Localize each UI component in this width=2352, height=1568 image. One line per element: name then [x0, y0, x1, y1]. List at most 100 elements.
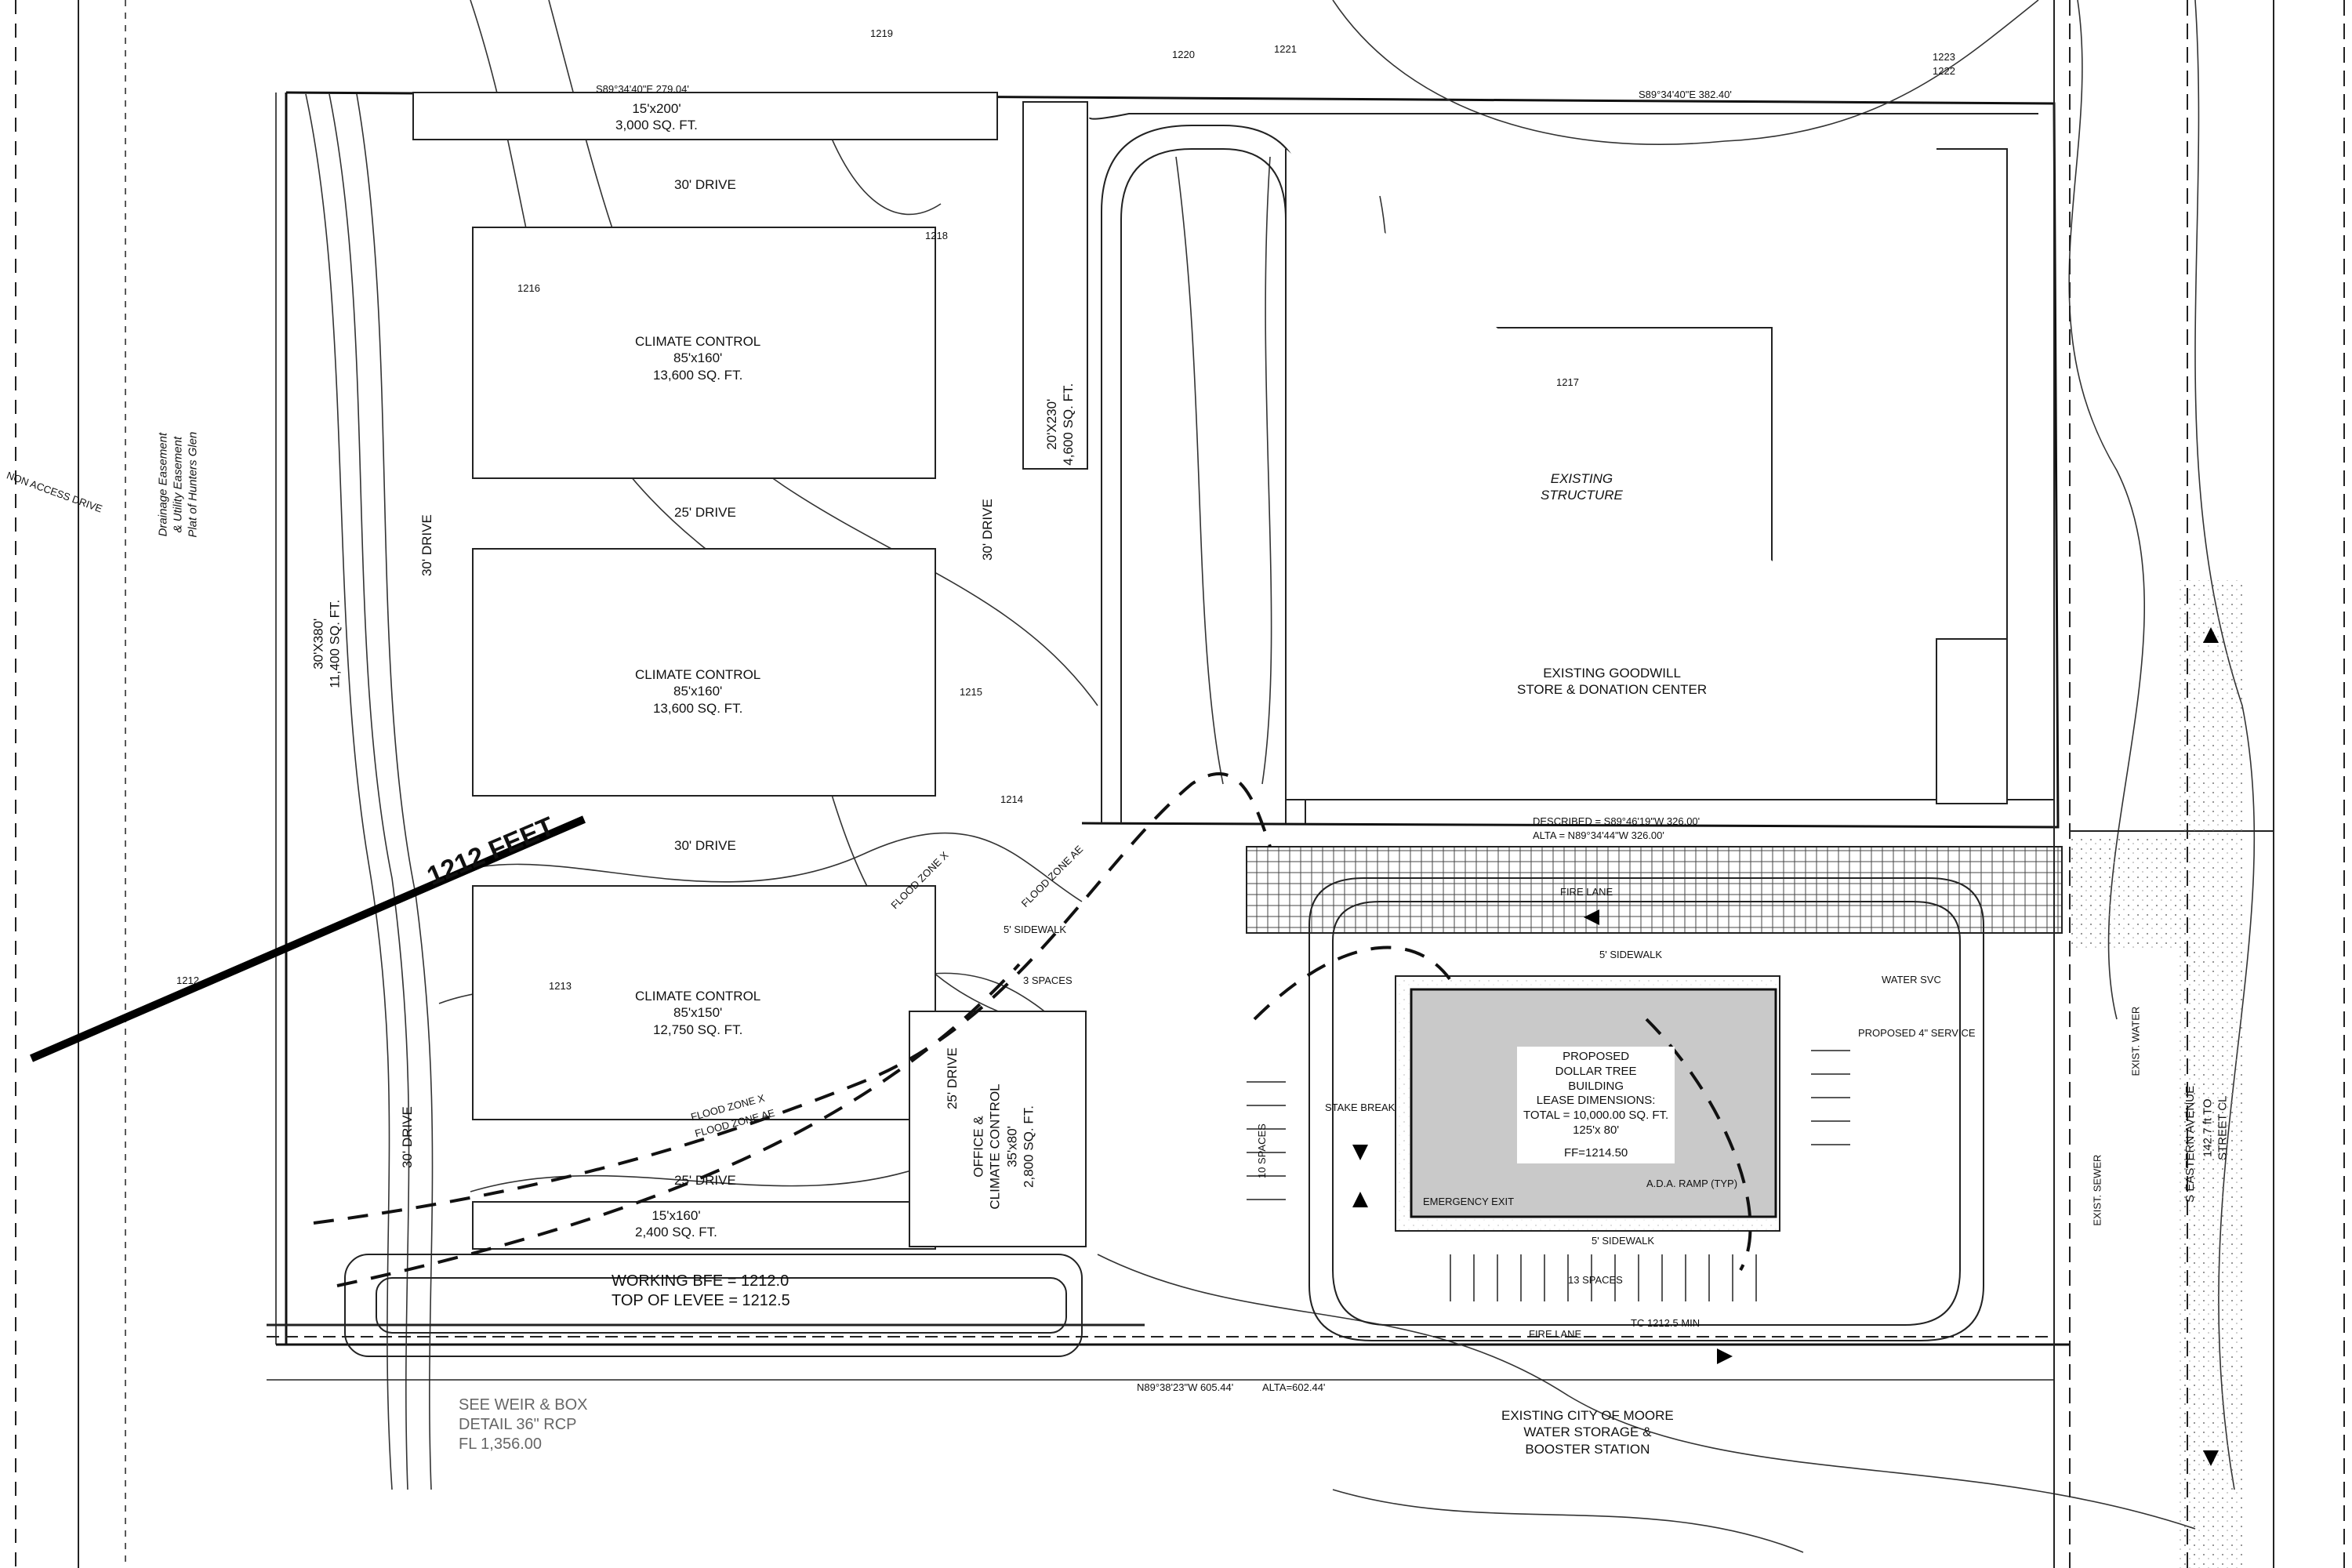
dollar-tree-l5: TOTAL = 10,000.00 SQ. FT.: [1523, 1109, 1669, 1122]
exist-sewer-label: EXIST. SEWER: [2091, 1154, 2103, 1226]
climate-c-label: CLIMATE CONTROL 85'x150' 12,750 SQ. FT.: [635, 988, 760, 1038]
fire-lane-label: FIRE LANE: [1560, 886, 1613, 898]
contour-1221: 1221: [1274, 43, 1297, 55]
unit-15x160-title: 15'x160': [652, 1208, 701, 1223]
stake-break-label: STAKE BREAK: [1325, 1102, 1396, 1113]
contour-1216: 1216: [517, 282, 540, 294]
top-of-levee: TOP OF LEVEE = 1212.5: [612, 1292, 790, 1309]
levee: [267, 1254, 2054, 1381]
bearing-described: DESCRIBED = S89°46'19"W 326.00': [1533, 815, 1700, 827]
sidewalk-label: 5' SIDEWALK: [1599, 949, 1663, 960]
dollar-tree-l1: PROPOSED: [1563, 1050, 1630, 1063]
unit-20x230-area: 4,600 SQ. FT.: [1061, 383, 1076, 466]
contour-1215: 1215: [960, 686, 982, 698]
spaces-3-label: 3 SPACES: [1023, 975, 1073, 986]
unit-15x200-label: 15'x200' 3,000 SQ. FT.: [615, 100, 698, 134]
property-boundary: [275, 91, 2070, 1346]
climate-b-title: CLIMATE CONTROL: [635, 667, 761, 682]
weir-note: SEE WEIR & BOX DETAIL 36" RCP FL 1,356.0…: [459, 1396, 587, 1454]
bearing-alta: ALTA = N89°34'44"W 326.00': [1533, 829, 1664, 841]
drive-label-mid: 25' DRIVE: [674, 505, 736, 520]
easement-label: Drainage Easement & Utility Easement Pla…: [156, 432, 200, 538]
dollar-tree-l4: LEASE DIMENSIONS:: [1536, 1094, 1656, 1108]
spaces-13-label: 13 SPACES: [1568, 1274, 1623, 1286]
unit-15x160-area: 2,400 SQ. FT.: [635, 1225, 717, 1240]
exist-water-label: EXIST. WATER: [2129, 1006, 2142, 1076]
working-bfe: WORKING BFE = 1212.0: [612, 1272, 789, 1290]
goodwill-name-2: STORE & DONATION CENTER: [1517, 682, 1708, 698]
street-label: S EASTERN AVENUE: [2183, 1086, 2198, 1203]
drive-label-vertical-lower: 30' DRIVE: [399, 1106, 415, 1169]
contour-1217: 1217: [1556, 376, 1579, 388]
unit-15x200-area: 3,000 SQ. FT.: [615, 118, 698, 133]
service-label: PROPOSED 4" SERVICE: [1858, 1027, 1976, 1039]
ada-ramp-label: A.D.A. RAMP (TYP): [1646, 1178, 1738, 1189]
water-svc-label: WATER SVC: [1882, 974, 1941, 985]
bearing-bottom-alta: ALTA=602.44': [1262, 1381, 1326, 1393]
unit-15x160-label: 15'x160' 2,400 SQ. FT.: [635, 1207, 717, 1241]
bearing-bottom: N89°38'23"W 605.44': [1137, 1381, 1234, 1393]
goodwill-structure-1: EXISTING: [1550, 471, 1613, 486]
unit-15x200-title: 15'x200': [632, 101, 681, 116]
drive-label-bottom: 25' DRIVE: [674, 1173, 736, 1188]
climate-b-area: 13,600 SQ. FT.: [652, 700, 743, 716]
drive-label-vertical-left: 30' DRIVE: [419, 514, 434, 577]
unit-30x380-title: 30'X380': [310, 618, 326, 670]
climate-a-title: CLIMATE CONTROL: [635, 334, 761, 349]
climate-a-area: 13,600 SQ. FT.: [652, 367, 743, 383]
drive-label-lower: 30' DRIVE: [674, 838, 736, 853]
flow-arrows: [1352, 627, 2219, 1466]
unit-30x380-label: 30'X380' 11,400 SQ. FT.: [310, 600, 343, 688]
dollar-tree-ff: FF=1214.50: [1563, 1145, 1628, 1160]
drive-label-vertical-right: 30' DRIVE: [979, 499, 995, 561]
weir-line-2: DETAIL 36" RCP: [459, 1416, 577, 1433]
climate-a-dims: 85'x160': [673, 350, 723, 366]
dollar-tree-l6: 125'x 80': [1573, 1123, 1620, 1137]
office-area: 2,800 SQ. FT.: [1021, 1105, 1036, 1188]
office-sub: CLIMATE CONTROL: [987, 1083, 1003, 1210]
drive-label-vertical-office: 25' DRIVE: [944, 1047, 960, 1110]
easement-l2: & Utility Easement: [171, 436, 185, 533]
goodwill-label: EXISTING GOODWILL STORE & DONATION CENTE…: [1517, 665, 1707, 699]
street-cl-label: 142.7 ft TO STREET CL: [2201, 1096, 2230, 1160]
levee-note: WORKING BFE = 1212.0 TOP OF LEVEE = 1212…: [612, 1272, 790, 1311]
dollar-tree-l3: BUILDING: [1568, 1079, 1624, 1093]
office-label: OFFICE & CLIMATE CONTROL 35'x80' 2,800 S…: [971, 1083, 1037, 1209]
office-dims: 35'x80': [1004, 1126, 1020, 1167]
contour-1213: 1213: [549, 980, 572, 992]
left-road-lines: [15, 0, 126, 1568]
moore-l3: BOOSTER STATION: [1525, 1441, 1650, 1457]
emergency-exit-label: EMERGENCY EXIT: [1423, 1196, 1515, 1207]
spaces-10-label: 10 SPACES: [1255, 1123, 1268, 1179]
drive-label-top: 30' DRIVE: [674, 177, 736, 192]
contour-1219: 1219: [870, 27, 893, 39]
unit-20x230-label: 20'X230' 4,600 SQ. FT.: [1044, 383, 1077, 466]
contour-1212: 1212: [176, 975, 199, 986]
dollar-tree-l2: DOLLAR TREE: [1555, 1064, 1637, 1078]
fire-lane-label-south: FIRE LANE: [1529, 1328, 1582, 1340]
contour-1222: 1222: [1933, 65, 1955, 77]
parking-stalls: [1247, 1050, 1850, 1301]
easement-l1: Drainage Easement: [156, 432, 170, 537]
sidewalk-label-south: 5' SIDEWALK: [1592, 1235, 1655, 1247]
tc-label: TC 1212.5 MIN: [1631, 1317, 1700, 1329]
flood-zone-lines: [313, 772, 1752, 1287]
moore-l2: WATER STORAGE &: [1523, 1425, 1652, 1440]
street-l2: 142.7 ft TO: [2201, 1098, 2215, 1158]
street-l1: S EASTERN AVENUE: [2183, 1085, 2198, 1203]
climate-a-label: CLIMATE CONTROL 85'x160' 13,600 SQ. FT.: [635, 333, 760, 383]
1212-feet-line: [30, 815, 586, 1062]
climate-b-dims: 85'x160': [673, 684, 723, 699]
storage-buildings: [412, 92, 1088, 1250]
contour-1214: 1214: [1000, 793, 1023, 805]
moore-label: EXISTING CITY OF MOORE WATER STORAGE & B…: [1501, 1407, 1674, 1457]
contour-1223: 1223: [1933, 51, 1955, 63]
goodwill-building: [1285, 148, 2054, 804]
moore-l1: EXISTING CITY OF MOORE: [1501, 1408, 1674, 1423]
parking-hatch: [1246, 846, 2063, 934]
bearing-top: S89°34'40"E 279.04': [596, 83, 689, 95]
goodwill-name: EXISTING GOODWILL: [1543, 666, 1681, 681]
bearing-top-right: S89°34'40"E 382.40': [1639, 89, 1732, 100]
unit-30x380-area: 11,400 SQ. FT.: [327, 599, 343, 688]
